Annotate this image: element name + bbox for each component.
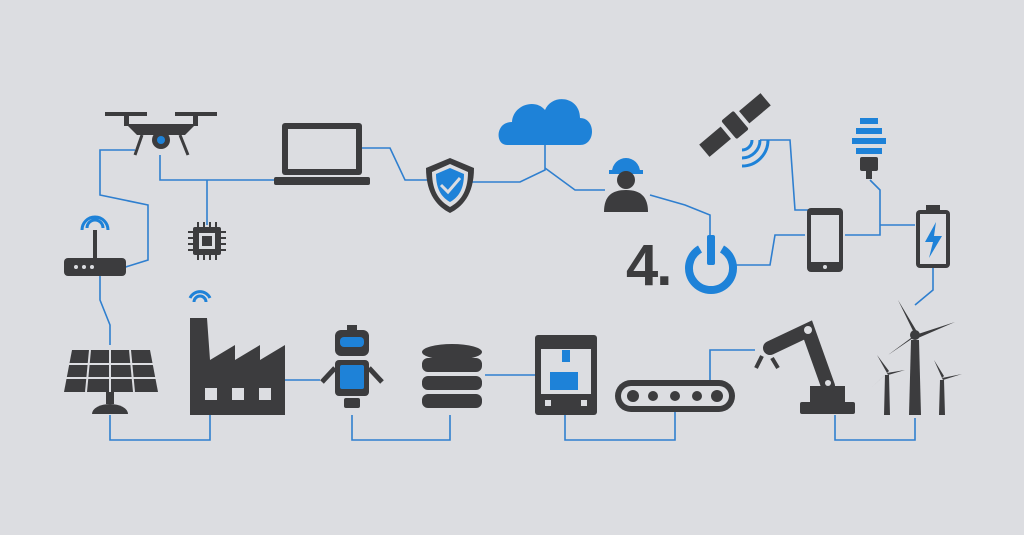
engineer-worker-icon — [604, 158, 648, 212]
3d-printer-icon — [535, 335, 597, 415]
power-button-icon — [685, 235, 737, 295]
robot-icon — [320, 325, 384, 408]
database-server-icon — [422, 344, 482, 408]
conveyor-belt-icon — [615, 380, 735, 412]
wifi-router-icon — [64, 215, 126, 276]
industry-4-0-label: 4. — [626, 233, 672, 298]
satellite-icon — [699, 93, 771, 168]
wind-turbines-icon — [872, 300, 962, 415]
factory-icon — [188, 290, 285, 415]
microchip-icon — [188, 222, 226, 260]
laptop-icon — [274, 123, 370, 185]
connection-wires — [99, 139, 934, 441]
solar-panel-icon — [64, 349, 158, 414]
robotic-arm-icon — [754, 320, 855, 414]
smartphone-icon — [807, 208, 843, 272]
security-shield-icon — [426, 158, 474, 213]
cloud-icon — [498, 99, 592, 145]
drone-icon — [105, 112, 217, 156]
energy-saving-bulb-icon — [852, 118, 886, 179]
battery-charging-icon — [916, 205, 950, 268]
